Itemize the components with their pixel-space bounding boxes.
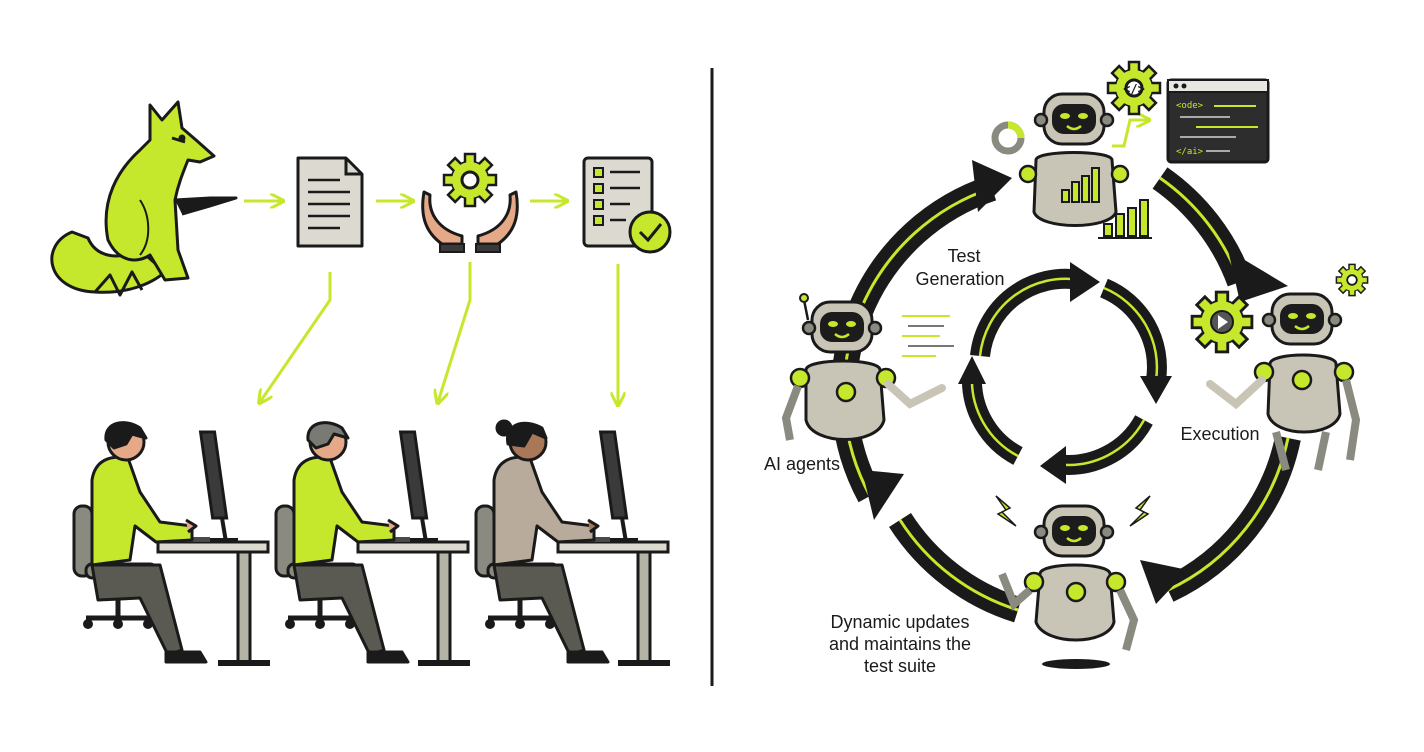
code-gear-glyph: </> — [1123, 82, 1145, 96]
left-panel — [50, 100, 672, 668]
robot-bottom — [995, 495, 1151, 669]
label-updates-line-3: test suite — [864, 656, 936, 676]
worker-1 — [74, 421, 272, 668]
label-updates-line-2: and maintains the — [829, 634, 971, 654]
label-updates-line-1: Dynamic updates — [830, 612, 969, 632]
label-ai-agents: AI agents — [764, 454, 840, 474]
inner-cycle-ring — [958, 262, 1172, 484]
text-lines-icon — [902, 315, 954, 357]
label-test-generation-line-1: Test — [947, 246, 980, 266]
right-panel: </> <ode> </ai> — [764, 60, 1369, 676]
label-test-generation-line-2: Generation — [915, 269, 1004, 289]
gear-hands-icon — [421, 152, 519, 253]
robot-right — [1190, 263, 1369, 472]
code-window: <ode> </ai> — [1166, 78, 1270, 164]
worker-3 — [476, 419, 672, 668]
robot-left — [781, 293, 954, 441]
robot-top — [991, 92, 1152, 239]
document-icon — [296, 156, 364, 248]
code-gear-icon: </> — [1106, 60, 1162, 116]
donut-chart-icon — [991, 121, 1025, 155]
code-window-line-1: <ode> — [1176, 101, 1204, 111]
checklist-icon — [582, 156, 672, 254]
label-execution: Execution — [1180, 424, 1259, 444]
worker-2 — [276, 421, 472, 668]
fox-icon — [50, 100, 238, 297]
code-window-line-2: </ai> — [1176, 147, 1204, 157]
small-gear-icon — [1335, 263, 1369, 297]
play-gear-icon — [1190, 290, 1254, 354]
